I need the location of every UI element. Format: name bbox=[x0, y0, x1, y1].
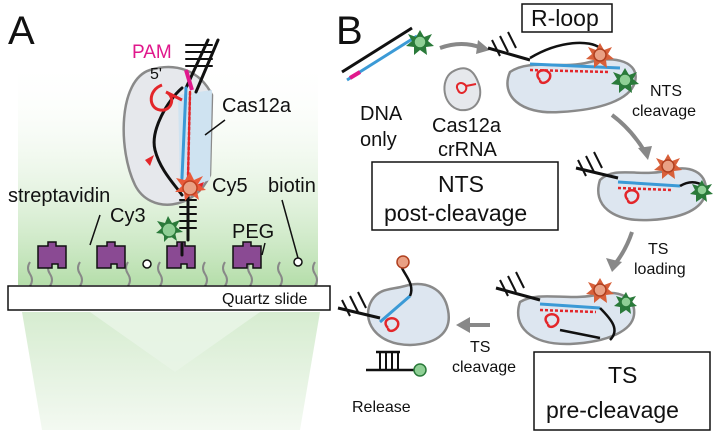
step-arrowhead bbox=[638, 146, 652, 160]
dna-only-line1: DNA bbox=[360, 103, 403, 125]
released-duplex bbox=[366, 350, 427, 377]
cy5-label: Cy5 bbox=[212, 175, 248, 197]
quartz-slide bbox=[7, 285, 331, 311]
r-loop-complex bbox=[487, 31, 639, 114]
ts-cleavage-line1: TS bbox=[470, 339, 490, 356]
ts-cleavage-line2: cleavage bbox=[452, 359, 516, 376]
five-prime-label: 5' bbox=[150, 66, 162, 83]
leader-lines-a bbox=[89, 119, 299, 259]
cy3-label: Cy3 bbox=[110, 205, 146, 227]
crrna-small bbox=[456, 82, 477, 94]
dna-only-duplex bbox=[341, 26, 434, 82]
ts-pre-line1: TS bbox=[608, 362, 637, 388]
panel-b-label: B bbox=[336, 9, 363, 53]
nts-post-complex bbox=[575, 151, 713, 222]
beam-crossing bbox=[90, 312, 260, 372]
cas12a-crrna-line2: crRNA bbox=[438, 139, 498, 161]
cas12a-label: Cas12a bbox=[222, 95, 292, 117]
cut-marker bbox=[145, 155, 154, 166]
panel-a-label: A bbox=[8, 9, 35, 53]
dna-only-line2: only bbox=[360, 129, 397, 151]
cy5-dye bbox=[175, 172, 206, 201]
step-arrowhead bbox=[456, 317, 470, 333]
ts-loading-line2: loading bbox=[634, 261, 686, 278]
step-arrow bbox=[439, 42, 483, 50]
ts-pre-line2: pre-cleavage bbox=[546, 397, 679, 423]
pam-label: PAM bbox=[132, 42, 172, 63]
r-loop-box bbox=[521, 3, 613, 33]
step-arrowhead bbox=[606, 258, 622, 272]
cas12a-crrna-complex bbox=[443, 67, 482, 112]
nts-post-line1: NTS bbox=[438, 171, 484, 197]
r-loop-label: R-loop bbox=[531, 5, 599, 31]
pam-mark bbox=[184, 69, 194, 91]
ts-pre-complex bbox=[495, 271, 637, 346]
streptavidin-molecules bbox=[37, 241, 262, 269]
nts-cleavage-line1: NTS bbox=[650, 83, 682, 100]
step-arrowhead bbox=[476, 40, 490, 54]
streptavidin-label: streptavidin bbox=[8, 185, 110, 207]
peg-chains bbox=[27, 261, 318, 287]
step-arrow bbox=[613, 231, 634, 266]
excitation-beam bbox=[22, 312, 320, 430]
biotin-dot bbox=[142, 259, 152, 269]
cas12a-crrna-line1: Cas12a bbox=[432, 115, 502, 137]
cy3-dye bbox=[156, 216, 183, 242]
quartz-label: Quartz slide bbox=[222, 291, 307, 308]
step-arrow bbox=[610, 113, 647, 154]
release-label: Release bbox=[352, 399, 411, 416]
peg-label: PEG bbox=[232, 221, 274, 243]
nts-post-line2: post-cleavage bbox=[384, 200, 527, 226]
release-complex bbox=[337, 255, 450, 347]
cas12a-lobe bbox=[178, 90, 212, 190]
biotin-dot bbox=[293, 257, 303, 267]
biotin-label: biotin bbox=[268, 175, 316, 197]
nts-post-box bbox=[371, 161, 559, 231]
ts-loading-line1: TS bbox=[648, 241, 668, 258]
nts-cleavage-line2: cleavage bbox=[632, 103, 696, 120]
crrna-loop bbox=[149, 83, 183, 112]
ts-pre-box bbox=[533, 351, 711, 431]
